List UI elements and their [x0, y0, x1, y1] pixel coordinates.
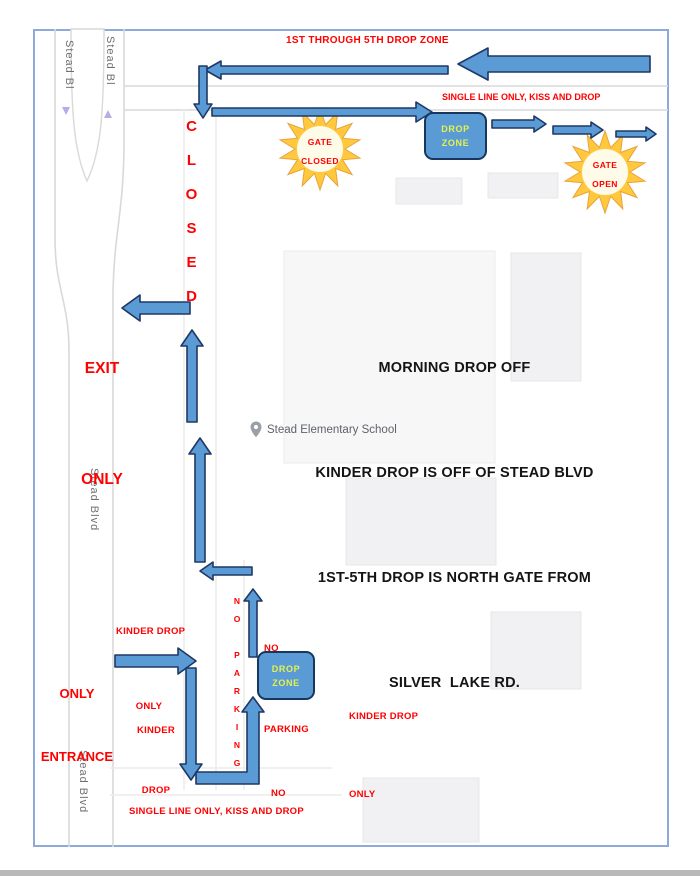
gate-label-line: GATE — [592, 160, 618, 170]
label-top-drop-zone: 1ST THROUGH 5TH DROP ZONE — [286, 35, 449, 46]
label-closed-vertical: CLOSED — [183, 118, 200, 322]
label-exit-only-line: ONLY — [81, 471, 123, 488]
label-no-parking-lower: NO PARKING — [271, 726, 316, 876]
gate-open-label: GATE OPEN — [573, 156, 637, 194]
drop-zone-line: ZONE — [441, 138, 470, 148]
instruction-line: SILVER LAKE RD. — [388, 675, 521, 691]
label-line: ONLY — [349, 789, 376, 800]
drop-zone-line: ZONE — [272, 677, 300, 688]
label-line: PARKING — [264, 724, 309, 735]
street-label-stead-blvd: Stead Blvd — [88, 468, 100, 532]
page-edge — [0, 870, 700, 876]
street-label-stead-blvd: Stead Blvd — [77, 750, 89, 814]
gate-label-line: OPEN — [592, 179, 618, 189]
label-line: KINDER — [137, 725, 175, 736]
morning-dropoff-instructions: MORNING DROP OFF KINDER DROP IS OFF OF S… — [287, 281, 622, 771]
drop-zone-box-north: DROP ZONE — [424, 112, 487, 160]
label-kinder-drop-only-right: KINDER DROP ONLY — [349, 652, 418, 860]
label-line: ENTRANCE — [40, 749, 114, 764]
label-kinder-drop: KINDER DROP — [133, 681, 179, 841]
label-only-entrance: ONLY ENTRANCE — [37, 641, 117, 809]
label-line: NO — [271, 788, 286, 799]
label-line: ONLY — [59, 686, 95, 701]
gate-label-line: GATE — [307, 137, 333, 147]
drop-zone-box-kinder: DROP ZONE — [257, 651, 315, 700]
page-border — [33, 29, 669, 847]
label-line: DROP — [141, 785, 171, 796]
label-no-parking-upper: NO PARKING — [264, 581, 309, 797]
label-line: NO — [264, 643, 279, 654]
label-exit-only: EXIT ONLY — [76, 276, 128, 572]
label-kinder-drop-only-left: KINDER DROP ONLY — [116, 569, 186, 769]
school-poi: Stead Elementary School — [250, 421, 397, 438]
label-single-line-bottom: SINGLE LINE ONLY, KISS AND DROP — [129, 806, 304, 817]
label-no-parking-vertical: NO PARKING — [232, 596, 242, 776]
instruction-line: 1ST-5TH DROP IS NORTH GATE FROM — [317, 570, 592, 586]
street-label-stead-bl: Stead Bl — [63, 40, 75, 90]
street-label-stead-bl: Stead Bl — [104, 36, 116, 86]
label-line: KINDER DROP — [349, 711, 419, 722]
gate-label-line: CLOSED — [301, 156, 339, 166]
label-line: ONLY — [135, 701, 163, 712]
drop-zone-line: DROP — [441, 124, 470, 134]
instruction-line: MORNING DROP OFF — [378, 360, 531, 376]
label-exit-only-line: EXIT — [84, 360, 120, 377]
label-single-line-top: SINGLE LINE ONLY, KISS AND DROP — [442, 92, 601, 102]
gate-closed-label: GATE CLOSED — [288, 133, 352, 171]
instruction-line: KINDER DROP IS OFF OF STEAD BLVD — [315, 465, 594, 481]
label-line: KINDER DROP — [116, 626, 186, 637]
map-pin-icon — [250, 421, 262, 438]
school-label: Stead Elementary School — [267, 423, 397, 436]
label-parking-north-side: PARKING ON NORTH SIDE ONLY — [232, 64, 388, 75]
drop-zone-line: DROP — [271, 663, 301, 674]
